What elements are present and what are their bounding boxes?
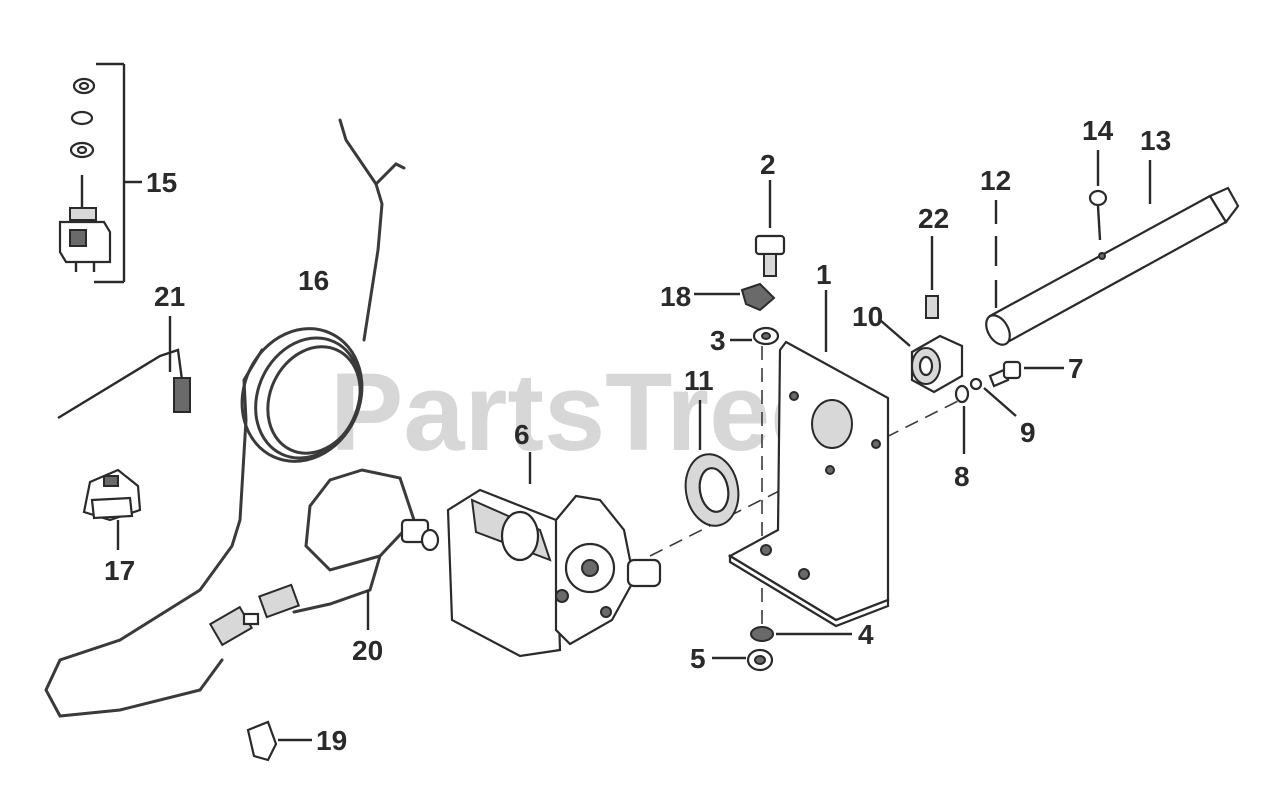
part-21-probe [57, 316, 191, 420]
label-19: 19 [316, 725, 347, 756]
label-14: 14 [1082, 115, 1114, 146]
part-17-clip [82, 468, 142, 550]
part-3-washer [730, 326, 780, 346]
part-8-washer [954, 384, 970, 454]
part-7-screw [988, 360, 1064, 388]
label-12: 12 [980, 165, 1011, 196]
label-9: 9 [1020, 417, 1036, 448]
part-6-gear-motor [446, 452, 662, 658]
label-2: 2 [760, 149, 776, 180]
assembly-axis-line [649, 399, 961, 557]
part-19-clip [246, 720, 312, 762]
part-16-wire-coil [44, 118, 406, 718]
label-16: 16 [298, 265, 329, 296]
label-10: 10 [852, 301, 883, 332]
label-15: 15 [146, 167, 177, 198]
part-11-bushing [684, 400, 740, 527]
label-18: 18 [660, 281, 691, 312]
part-9-nut [969, 377, 1017, 417]
part-18-clamp [694, 282, 776, 312]
label-21: 21 [154, 281, 185, 312]
label-3: 3 [710, 325, 726, 356]
label-20: 20 [352, 635, 383, 666]
label-5: 5 [690, 643, 706, 674]
part-14-pin [1088, 150, 1108, 241]
label-13: 13 [1140, 125, 1171, 156]
part-22-set-screw [925, 236, 939, 319]
label-22: 22 [918, 203, 949, 234]
label-4: 4 [858, 619, 874, 650]
part-1-bracket [727, 290, 890, 628]
part-2-bolt [754, 180, 786, 277]
label-8: 8 [954, 461, 970, 492]
part-4-lock-washer [750, 626, 852, 642]
part-10-collar [879, 319, 964, 394]
part-20-wire-connector [257, 468, 440, 630]
label-17: 17 [104, 555, 135, 586]
part-5-nut [712, 648, 774, 672]
part-13-shaft [985, 186, 1240, 346]
label-11: 11 [684, 365, 714, 396]
label-1: 1 [816, 259, 832, 290]
watermark: PartsTree [330, 351, 831, 474]
part-15-switch-kit [58, 62, 142, 284]
label-6: 6 [514, 419, 530, 450]
label-7: 7 [1068, 353, 1084, 384]
